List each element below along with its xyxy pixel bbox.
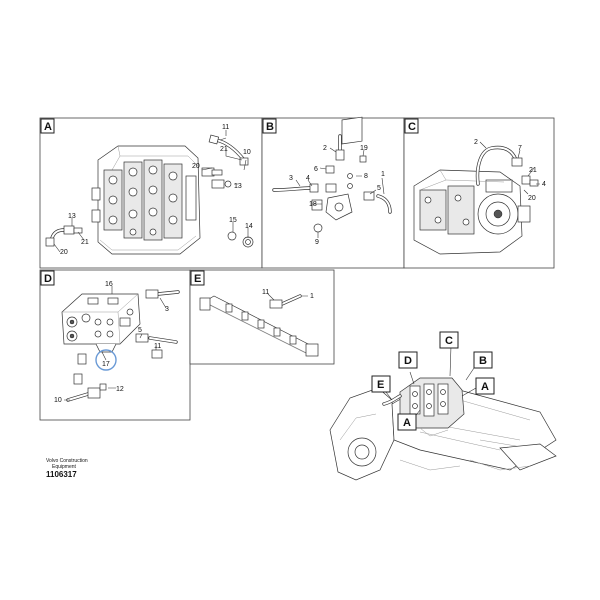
overview-tag-c: [439, 331, 459, 349]
panel-d-callout-16: 16: [105, 281, 113, 288]
overview-tag-a-right-label: A: [481, 381, 489, 393]
panel-d-callout-3: 3: [165, 306, 169, 313]
panel-d-fittings: [66, 289, 180, 402]
panel-b-label: B: [266, 121, 274, 133]
highlight-ring-17: [95, 349, 117, 371]
overview-tag-a-left: [397, 413, 417, 431]
panel-d-callout-5: 5: [138, 327, 142, 334]
panel-b-callout-9: 9: [315, 239, 319, 246]
company-name-line2: Equipment: [52, 464, 76, 470]
panel-b-callout-18: 18: [309, 201, 317, 208]
panel-b-callout-5: 5: [377, 185, 381, 192]
panel-d: D 16: [39, 269, 191, 421]
panel-b-callout-19: 19: [360, 145, 368, 152]
panel-c-callout-7: 7: [518, 145, 522, 152]
panel-a-callout-20b: 20: [60, 249, 68, 256]
panel-d-callout-17: 17: [102, 361, 110, 368]
company-name: Volvo Construction Equipment: [46, 458, 88, 470]
panel-b-callout-8: 8: [364, 173, 368, 180]
overview-tag-b-label: B: [479, 355, 487, 367]
panel-e: E 11 1: [189, 269, 335, 365]
panel-c: C 2 7 21 4 20: [403, 117, 555, 269]
panel-b: B 2 19 6 8 3 4 5 18 1 9: [261, 116, 405, 269]
panel-b-frame: [261, 117, 405, 269]
overview-tag-a-left-label: A: [403, 417, 411, 429]
panel-b-callout-3: 3: [289, 175, 293, 182]
company-name-line1: Volvo Construction: [46, 458, 88, 464]
panel-a-callout-21: 21: [220, 146, 228, 153]
panel-a-callout-15: 15: [229, 217, 237, 224]
panel-a-callout-13: 13: [234, 183, 242, 190]
panel-a-callout-21b: 21: [81, 239, 89, 246]
panel-b-callout-6: 6: [314, 166, 318, 173]
overview-tag-e: [371, 375, 391, 393]
panel-c-label: C: [408, 121, 416, 133]
panel-a-fittings: [45, 134, 254, 248]
panel-a-callout-20: 20: [192, 163, 200, 170]
panel-d-tag: [40, 270, 55, 286]
panel-d-callout-12: 12: [116, 386, 124, 393]
solenoid-valve-block: [61, 293, 141, 353]
manifold-bar: [199, 294, 319, 357]
panel-c-callout-20: 20: [528, 195, 536, 202]
overview-tag-d-label: D: [404, 355, 412, 367]
panel-a-tag: [40, 118, 55, 134]
panel-b-callout-2: 2: [323, 145, 327, 152]
panel-b-callout-4: 4: [306, 175, 310, 182]
control-valve-block: [91, 145, 201, 255]
panel-e-callout-11: 11: [262, 289, 269, 296]
panel-b-tag: [262, 118, 277, 134]
panel-b-parts: [272, 116, 392, 233]
panel-c-callout-21: 21: [529, 167, 537, 174]
panel-d-label: D: [44, 273, 52, 285]
panel-c-tag: [404, 118, 419, 134]
overview-tag-e-label: E: [377, 379, 384, 391]
drawing-number: 1106317: [46, 470, 77, 479]
panel-a-callout-11: 11: [222, 124, 229, 131]
overview-tag-d: [398, 351, 418, 369]
panel-e-callout-1: 1: [310, 293, 314, 300]
panel-a: A: [39, 117, 263, 269]
panel-a-callout-13b: 13: [68, 213, 76, 220]
panel-a-label: A: [44, 121, 52, 133]
hydraulic-pump-assembly: [413, 145, 539, 255]
panel-a-callout-14: 14: [245, 223, 253, 230]
panel-e-tag: [190, 270, 205, 286]
machine-overview: C D B E A A: [329, 331, 557, 481]
panel-b-callout-1: 1: [381, 171, 385, 178]
panel-c-callout-2: 2: [474, 139, 478, 146]
panel-d-callout-11: 11: [154, 343, 161, 350]
panel-d-callout-10: 10: [54, 397, 62, 404]
panel-c-callout-4: 4: [542, 181, 546, 188]
panel-e-label: E: [194, 273, 201, 285]
overview-tag-a-right: [475, 377, 495, 395]
overview-tag-c-label: C: [445, 335, 453, 347]
panel-a-callout-10: 10: [243, 149, 251, 156]
overview-tag-b: [473, 351, 493, 369]
